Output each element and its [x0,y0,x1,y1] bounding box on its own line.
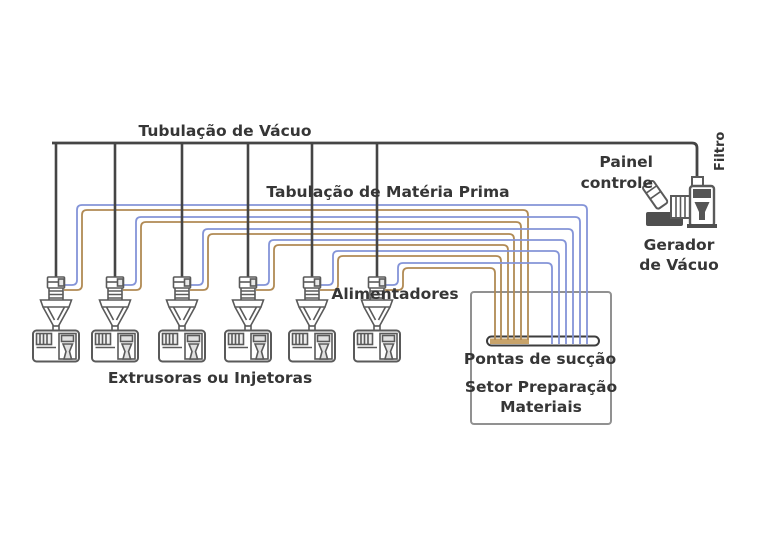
label-control-panel-line2: controle [581,174,653,192]
material-line-brown [385,267,496,340]
raw-material-lines-blue [64,204,588,344]
label-prep-sector-line1: Setor Preparação [465,378,617,396]
label-feeders: Alimentadores [331,285,458,303]
raw-material-lines-brown [64,209,529,340]
material-line-brown [190,233,515,340]
label-vacuum-pipe: Tubulação de Vácuo [139,122,312,140]
suction-tips-bar [486,335,600,347]
material-line-brown [320,255,502,340]
material-line-blue [320,250,560,344]
label-prep-sector-line2: Materiais [500,398,582,416]
material-line-brown [123,221,522,340]
material-line-brown [256,244,509,340]
label-vacuum-generator-line1: Gerador [644,236,715,254]
material-line-blue [123,216,581,344]
label-extruders: Extrusoras ou Injetoras [108,369,312,387]
material-line-blue [385,262,553,344]
label-control-panel-line1: Painel [599,153,653,171]
label-suction-tips: Pontas de sucção [464,350,616,368]
vacuum-header-line [52,141,699,178]
vacuum-pipe-lines [52,141,699,278]
label-filter: Filtro [713,132,728,171]
label-vacuum-generator-line2: de Vácuo [639,256,718,274]
material-line-brown [64,209,529,340]
label-raw-material-pipe: Tabulação de Matéria Prima [266,183,509,201]
vacuum-generator-icon [642,176,717,228]
material-line-blue [64,204,588,344]
suction-bar-brown-section [490,338,529,344]
material-line-blue [256,239,567,344]
prep-sector-box [470,291,612,425]
material-line-blue [190,228,574,344]
